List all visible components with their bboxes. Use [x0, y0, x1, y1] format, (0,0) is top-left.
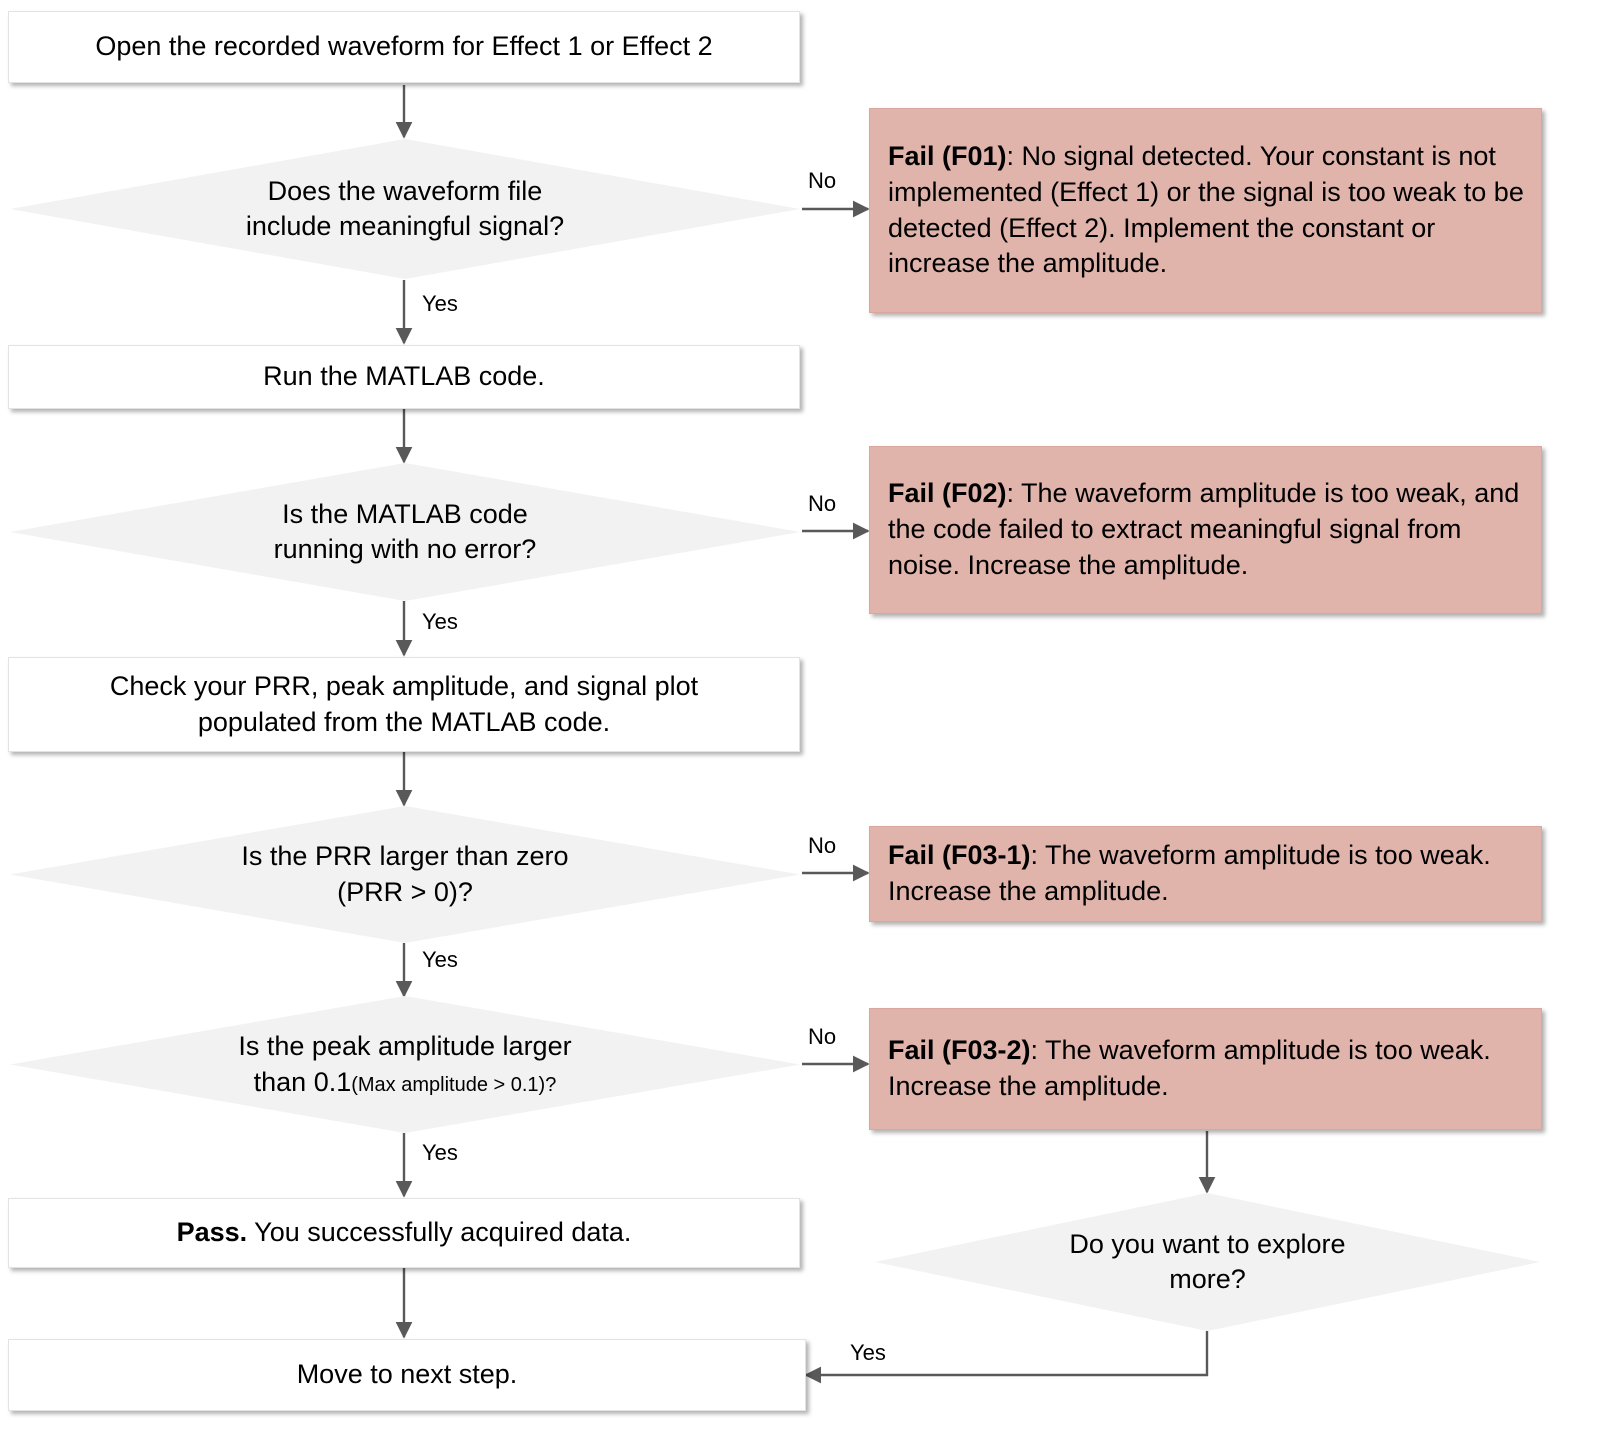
diamond-shape	[10, 463, 800, 601]
decision-peak-amplitude[interactable]: Is the peak amplitude larger than 0.1(Ma…	[10, 996, 800, 1133]
process-open-waveform[interactable]: Open the recorded waveform for Effect 1 …	[8, 11, 800, 83]
process-check-prr[interactable]: Check your PRR, peak amplitude, and sign…	[8, 657, 800, 752]
decision-matlab-no-error-label: Is the MATLAB code running with no error…	[121, 497, 690, 567]
edge-label-yes-2: Yes	[422, 609, 458, 634]
fail-box-f02[interactable]: Fail (F02): The waveform amplitude is to…	[869, 446, 1542, 614]
edge-label-no-1: No	[808, 168, 837, 193]
fail-box-f01-text: Fail (F01): No signal detected. Your con…	[888, 139, 1525, 283]
decision-line-1: Do you want to explore	[1069, 1228, 1346, 1259]
process-pass-badge: Pass.	[176, 1217, 248, 1248]
fail-box-f03-1[interactable]: Fail (F03-1): The waveform amplitude is …	[869, 826, 1542, 922]
fail-box-f01-label: Fail (F01)	[888, 140, 1007, 171]
decision-peak-amplitude-label: Is the peak amplitude larger than 0.1(Ma…	[121, 1029, 690, 1099]
process-run-matlab-label: Run the MATLAB code.	[263, 361, 545, 392]
process-move-next-label: Move to next step.	[296, 1359, 518, 1390]
edge-label-yes-4: Yes	[422, 1140, 458, 1165]
process-pass[interactable]: Pass. You successfully acquired data.	[8, 1198, 800, 1268]
fail-box-f03-2-body: : The waveform amplitude is too weak. In…	[888, 1035, 1491, 1101]
process-check-prr-line-2: populated from the MATLAB code.	[197, 706, 611, 737]
fail-box-f02-text: Fail (F02): The waveform amplitude is to…	[888, 476, 1525, 584]
process-run-matlab[interactable]: Run the MATLAB code.	[8, 345, 800, 409]
decision-matlab-no-error[interactable]: Is the MATLAB code running with no error…	[10, 463, 800, 601]
decision-line-2: running with no error?	[273, 534, 537, 564]
decision-line-2: more?	[1169, 1264, 1246, 1294]
decision-line-2: (PRR > 0)?	[337, 876, 473, 907]
decision-explore-more[interactable]: Do you want to explore more?	[875, 1193, 1540, 1331]
edge-label-yes-explore: Yes	[850, 1340, 886, 1365]
edge-label-yes-1: Yes	[422, 291, 458, 316]
fail-box-f02-body: : The waveform amplitude is too weak, an…	[888, 478, 1520, 580]
edge-label-no-2: No	[808, 491, 837, 516]
decision-line-1: Is the peak amplitude larger	[238, 1031, 572, 1062]
fail-box-f03-1-label: Fail (F03-1)	[888, 840, 1031, 871]
edge-label-yes-3: Yes	[422, 947, 458, 972]
decision-line-1: Does the waveform file	[267, 175, 543, 206]
process-move-next[interactable]: Move to next step.	[8, 1339, 806, 1411]
decision-line-2: include meaningful signal?	[245, 211, 565, 241]
diamond-shape	[10, 996, 800, 1133]
fail-box-f02-label: Fail (F02)	[888, 478, 1007, 509]
decision-line-2-small: (Max amplitude > 0.1)?	[351, 1073, 557, 1096]
process-check-prr-line-1: Check your PRR, peak amplitude, and sign…	[109, 671, 699, 702]
fail-box-f03-2-text: Fail (F03-2): The waveform amplitude is …	[888, 1033, 1525, 1105]
decision-line-2-main: than 0.1	[253, 1066, 352, 1097]
process-pass-body: You successfully acquired data.	[247, 1217, 632, 1248]
diamond-shape	[10, 806, 800, 943]
fail-box-f01-body: : No signal detected. Your constant is n…	[888, 140, 1524, 279]
diamond-shape	[875, 1193, 1540, 1331]
diamond-shape	[10, 139, 800, 279]
decision-line-1: Is the MATLAB code	[282, 498, 528, 529]
fail-box-f03-2[interactable]: Fail (F03-2): The waveform amplitude is …	[869, 1008, 1542, 1130]
decision-prr-label: Is the PRR larger than zero (PRR > 0)?	[121, 839, 690, 909]
edge-label-no-3: No	[808, 833, 837, 858]
decision-meaningful-signal[interactable]: Does the waveform file include meaningfu…	[10, 139, 800, 279]
edge-label-no-4: No	[808, 1024, 837, 1049]
decision-prr-greater-than-zero[interactable]: Is the PRR larger than zero (PRR > 0)?	[10, 806, 800, 943]
decision-line-2: than 0.1(Max amplitude > 0.1)?	[121, 1065, 690, 1100]
fail-box-f03-1-text: Fail (F03-1): The waveform amplitude is …	[888, 838, 1525, 910]
fail-box-f03-2-label: Fail (F03-2)	[888, 1035, 1031, 1066]
process-pass-label: Pass. You successfully acquired data.	[177, 1215, 632, 1250]
fail-box-f01[interactable]: Fail (F01): No signal detected. Your con…	[869, 108, 1542, 313]
process-check-prr-label: Check your PRR, peak amplitude, and sign…	[110, 669, 698, 739]
decision-line-1: Is the PRR larger than zero	[241, 841, 569, 872]
decision-meaningful-signal-label: Does the waveform file include meaningfu…	[121, 174, 690, 244]
decision-explore-more-label: Do you want to explore more?	[968, 1227, 1447, 1297]
fail-box-f03-1-body: : The waveform amplitude is too weak. In…	[888, 840, 1491, 906]
process-open-waveform-label: Open the recorded waveform for Effect 1 …	[95, 31, 713, 62]
